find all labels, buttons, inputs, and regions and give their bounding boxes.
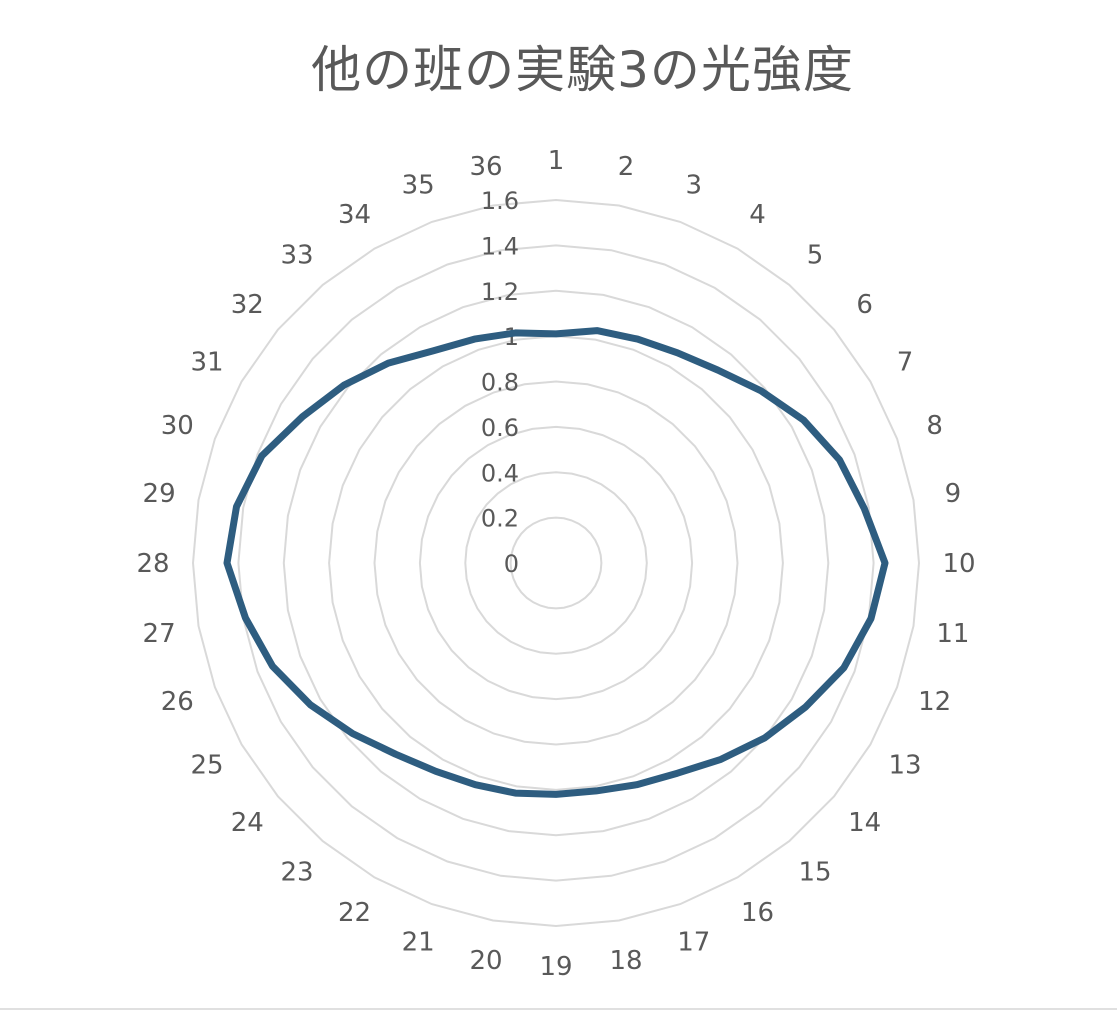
category-label: 13 bbox=[888, 751, 921, 781]
grid-ring bbox=[418, 425, 694, 701]
grid-ring bbox=[282, 289, 830, 837]
series-line bbox=[223, 327, 889, 798]
category-label: 35 bbox=[402, 170, 435, 200]
radial-tick-label: 1.6 bbox=[481, 187, 519, 215]
grid-ring bbox=[328, 335, 784, 791]
grid-ring bbox=[237, 244, 875, 882]
grid-ring bbox=[464, 471, 648, 655]
radial-tick-label: 0.4 bbox=[481, 459, 519, 487]
category-label: 21 bbox=[402, 928, 435, 958]
category-label: 1 bbox=[548, 146, 565, 176]
category-label: 19 bbox=[539, 952, 572, 982]
category-label: 10 bbox=[942, 549, 975, 579]
category-label: 17 bbox=[677, 928, 710, 958]
category-label: 2 bbox=[618, 152, 635, 182]
category-label: 11 bbox=[936, 619, 969, 649]
category-label: 34 bbox=[338, 200, 371, 230]
category-label: 33 bbox=[280, 240, 313, 270]
category-label: 32 bbox=[231, 290, 264, 320]
category-label: 27 bbox=[143, 619, 176, 649]
radial-tick-label: 0.8 bbox=[481, 369, 519, 397]
category-label: 29 bbox=[143, 479, 176, 509]
bottom-divider bbox=[0, 1008, 1117, 1010]
category-label: 5 bbox=[807, 240, 824, 270]
category-label: 6 bbox=[856, 290, 873, 320]
radial-tick-label: 0.6 bbox=[481, 414, 519, 442]
radial-tick-label: 1.4 bbox=[481, 232, 519, 260]
category-label: 9 bbox=[945, 479, 962, 509]
grid-ring bbox=[373, 380, 739, 746]
grid-ring bbox=[509, 516, 603, 610]
category-label: 31 bbox=[190, 348, 223, 378]
category-label: 4 bbox=[749, 200, 766, 230]
category-label: 16 bbox=[741, 898, 774, 928]
category-label: 7 bbox=[897, 348, 914, 378]
category-label: 14 bbox=[848, 808, 881, 838]
radial-tick-label: 0.2 bbox=[481, 505, 519, 533]
category-label: 15 bbox=[798, 858, 831, 888]
category-label: 24 bbox=[231, 808, 264, 838]
category-label: 22 bbox=[338, 898, 371, 928]
category-label: 3 bbox=[686, 170, 703, 200]
category-label: 20 bbox=[469, 946, 502, 976]
grid-ring bbox=[191, 198, 921, 928]
category-label: 28 bbox=[136, 549, 169, 579]
radial-tick-labels: 00.20.40.60.811.21.41.6 bbox=[481, 187, 519, 578]
category-label: 25 bbox=[190, 751, 223, 781]
radar-grid bbox=[191, 198, 921, 928]
category-label: 12 bbox=[918, 687, 951, 717]
category-label: 18 bbox=[609, 946, 642, 976]
category-label: 8 bbox=[926, 411, 943, 441]
radial-tick-label: 0 bbox=[504, 550, 519, 578]
category-label: 36 bbox=[469, 152, 502, 182]
radial-tick-label: 1.2 bbox=[481, 278, 519, 306]
category-label: 23 bbox=[280, 858, 313, 888]
category-label: 30 bbox=[161, 411, 194, 441]
chart-title: 他の班の実験3の光強度 bbox=[311, 41, 854, 99]
category-label: 26 bbox=[161, 687, 194, 717]
series-layer bbox=[223, 327, 889, 798]
